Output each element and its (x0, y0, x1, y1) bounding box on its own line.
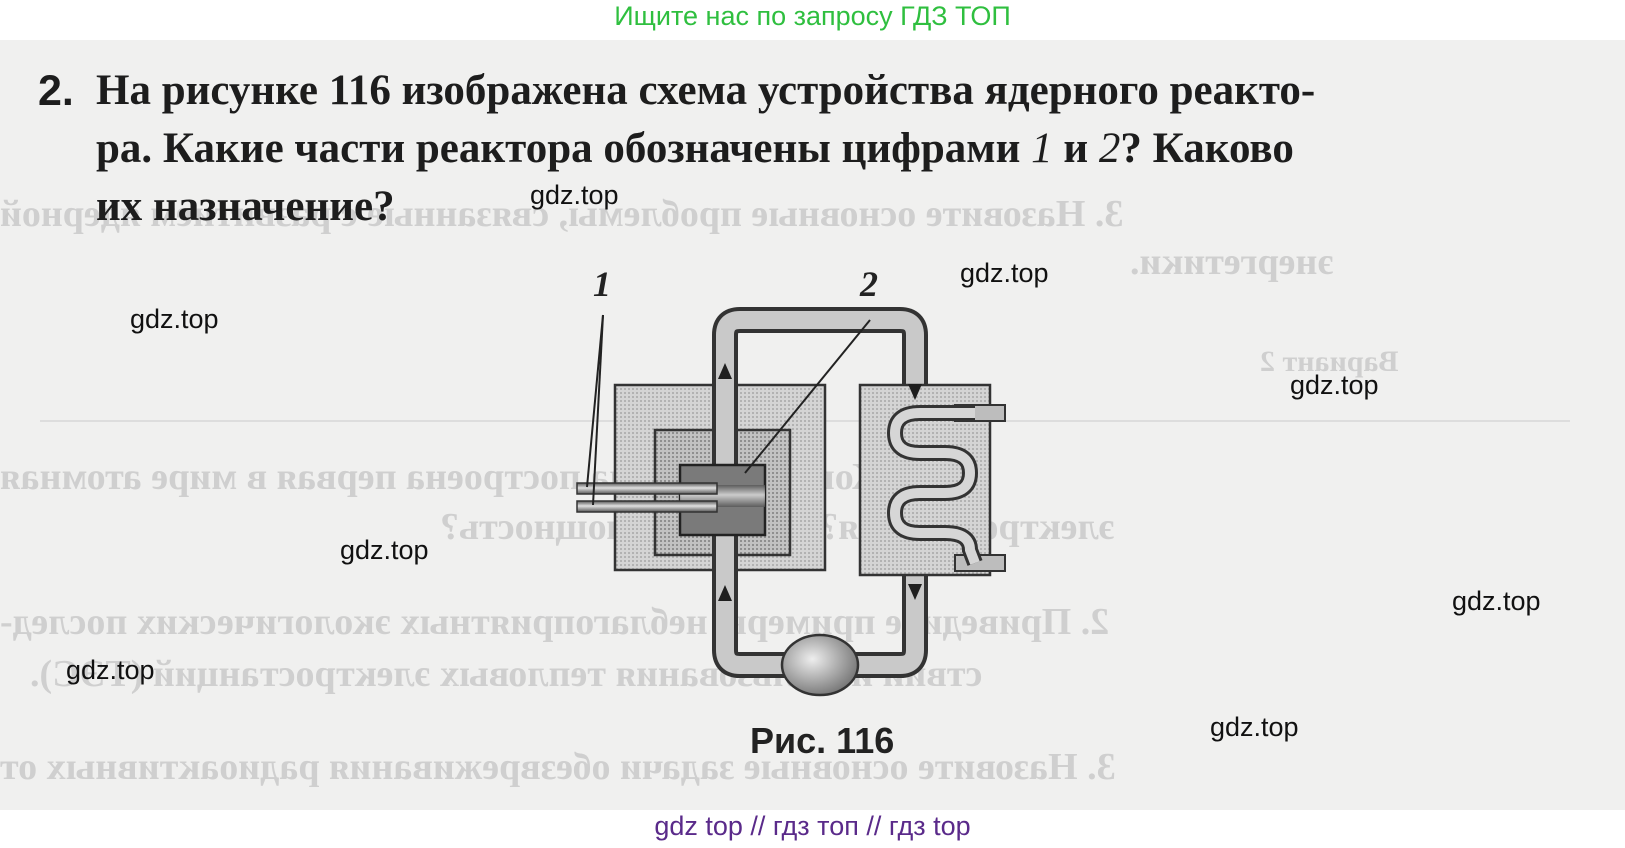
control-rod (576, 482, 718, 495)
task-text: ра. Какие части реактора обозначены цифр… (96, 125, 1032, 172)
label-2-leader (744, 319, 871, 474)
watermark: gdz.top (530, 180, 619, 210)
figure-label-1: 1 (593, 264, 611, 304)
watermark: gdz.top (130, 304, 219, 334)
flow-arrow (718, 363, 922, 601)
figure-label-2: 2 (860, 264, 878, 304)
part-ref-1: 1 (1031, 125, 1053, 172)
task-text: и (1052, 125, 1099, 172)
watermark: gdz.top (340, 535, 429, 565)
task-text: ? Каково (1120, 125, 1294, 172)
control-rod (576, 500, 718, 513)
watermark: gdz.top (1290, 370, 1379, 400)
top-banner[interactable]: Ищите нас по запросу ГДЗ ТОП (0, 0, 1625, 40)
watermark: gdz.top (960, 258, 1049, 288)
watermark: gdz.top (1210, 712, 1299, 742)
reactor-diagram: 1 2 (575, 255, 1055, 775)
task-text-line: На рисунке 116 изображена схема устройст… (96, 67, 1316, 114)
reactor-diagram-svg (576, 307, 1006, 697)
bottom-banner[interactable]: gdz top // гдз топ // гдз top (0, 810, 1625, 848)
watermark: gdz.top (1452, 586, 1541, 616)
part-ref-2: 2 (1098, 125, 1121, 172)
label-1-leaders (586, 314, 604, 506)
task-number: 2. (38, 67, 74, 115)
scanned-page: 3. Назовите основные проблемы, связанные… (0, 40, 1625, 810)
circulation-pump (780, 633, 860, 697)
watermark: gdz.top (66, 655, 155, 685)
figure-caption: Рис. 116 (750, 720, 895, 761)
bleed-through-line: энергетики. (1130, 241, 1334, 283)
steam-coil-inner (889, 408, 980, 565)
task-text-line: ра. Какие части реактора обозначены цифр… (96, 120, 1294, 178)
task-text-line: их назначение? (96, 183, 395, 230)
